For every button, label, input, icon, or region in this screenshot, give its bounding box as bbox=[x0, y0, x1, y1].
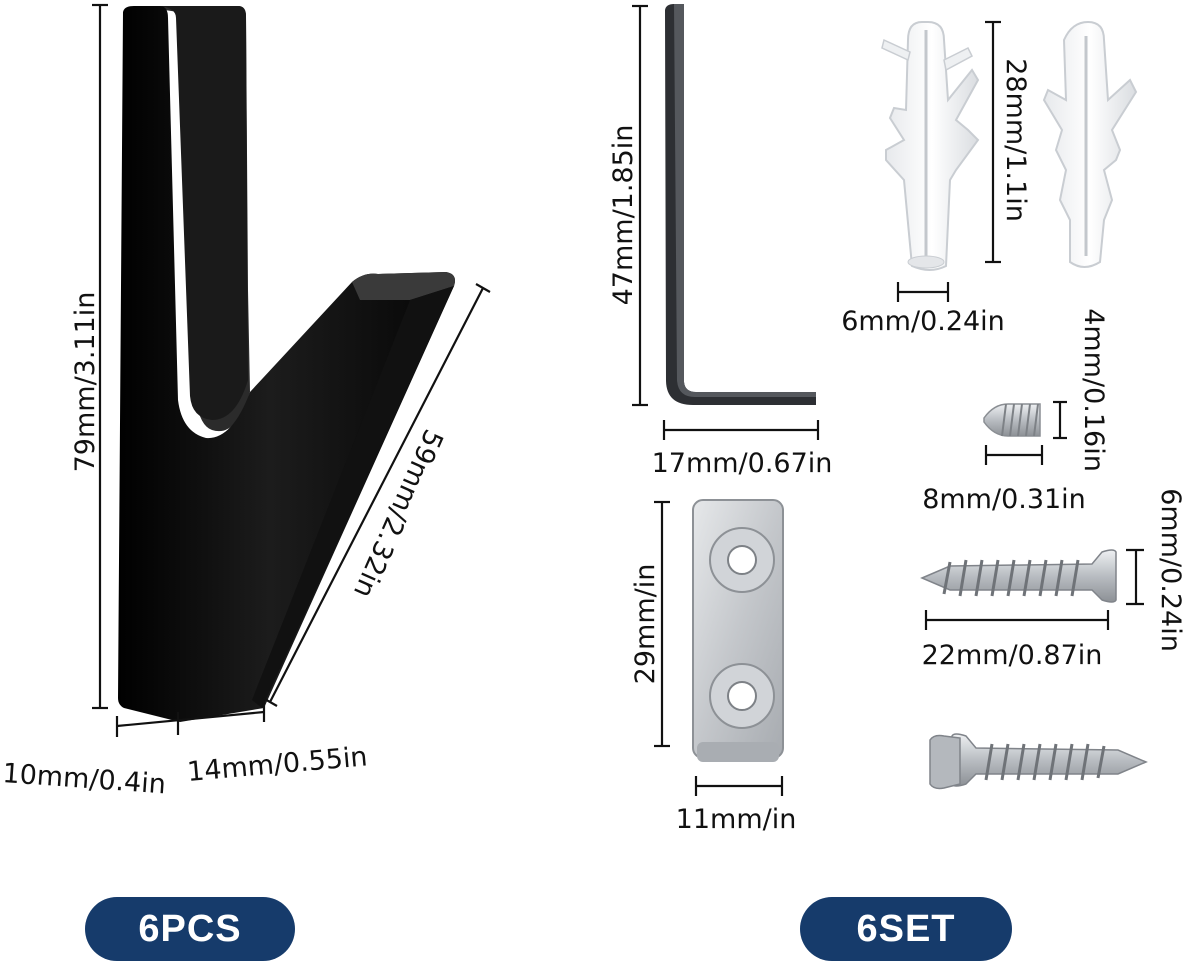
screw-length-label: 22mm/0.87in bbox=[922, 640, 1103, 671]
hook-dimension-lines bbox=[92, 3, 491, 737]
set-screw-length-label: 8mm/0.31in bbox=[922, 484, 1086, 515]
hex-key-width-label: 17mm/0.67in bbox=[652, 448, 833, 479]
plate-width-label: 11mm/in bbox=[676, 804, 797, 835]
hook-base-left-label: 10mm/0.4in bbox=[2, 758, 167, 800]
screw-head-label: 6mm/0.24in bbox=[1155, 488, 1186, 652]
anchor-diameter-label: 6mm/0.24in bbox=[841, 306, 1005, 337]
wood-screw-icon bbox=[929, 733, 1148, 790]
coat-hook-icon bbox=[118, 6, 455, 722]
mounting-plate-icon bbox=[692, 499, 784, 762]
set-screw-diameter-label: 4mm/0.16in bbox=[1078, 308, 1109, 472]
quantity-badge-hooks: 6PCS bbox=[85, 897, 295, 961]
hook-base-right-label: 14mm/0.55in bbox=[186, 741, 369, 788]
anchor-dimension-lines bbox=[896, 20, 1001, 302]
plate-height-label: 29mm/in bbox=[630, 564, 661, 685]
hex-key-height-label: 47mm/1.85in bbox=[608, 125, 639, 306]
hex-key-dimension-lines bbox=[632, 4, 820, 440]
set-screw-dimension-lines bbox=[984, 400, 1067, 465]
screw-dimension-lines bbox=[924, 548, 1144, 630]
quantity-badge-sets: 6SET bbox=[800, 897, 1012, 961]
hook-height-label: 79mm/3.11in bbox=[70, 292, 101, 473]
plate-dimension-lines bbox=[654, 500, 784, 796]
wood-screw-icon bbox=[920, 549, 1117, 603]
anchor-length-label: 28mm/1.1in bbox=[1000, 58, 1031, 222]
set-screw-icon bbox=[983, 403, 1041, 437]
hex-key-icon bbox=[665, 4, 816, 405]
wall-anchor-icon bbox=[881, 20, 1138, 271]
